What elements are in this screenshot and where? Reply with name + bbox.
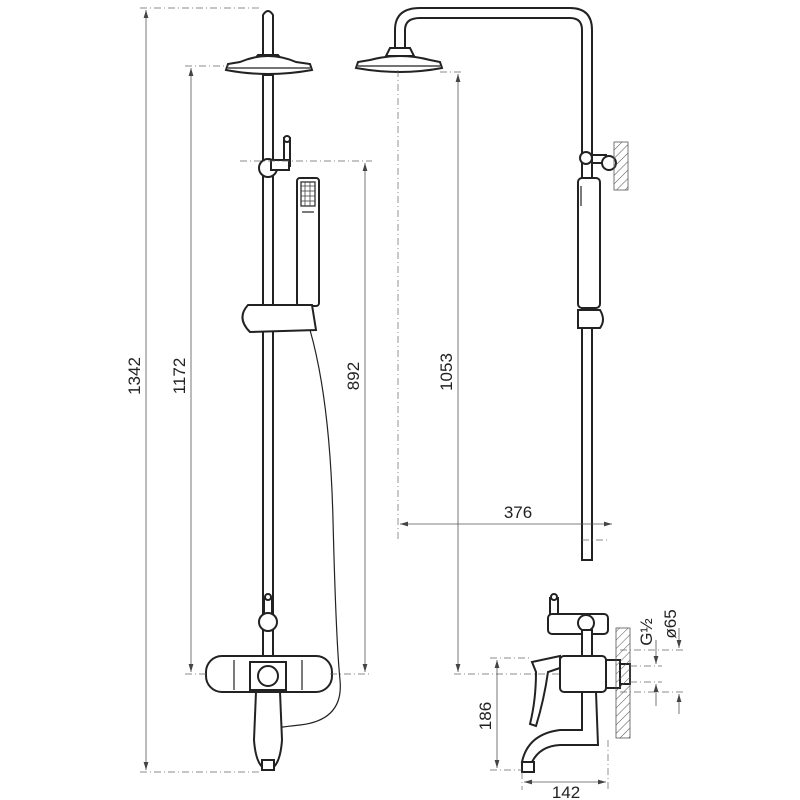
side-view — [354, 7, 631, 773]
front-hand-shower — [296, 177, 320, 307]
dim-height-to-head: 1172 — [170, 358, 189, 395]
dim-flange-diameter: ø65 — [661, 609, 680, 638]
front-dimension-lines: 1342 1172 892 — [125, 7, 372, 773]
front-shower-head — [224, 54, 314, 75]
side-hand-shower — [577, 177, 601, 309]
dim-thread-size: G½ — [637, 618, 656, 645]
dim-total-height: 1342 — [125, 357, 144, 395]
side-shower-head — [354, 47, 444, 73]
front-hose — [265, 329, 341, 731]
front-top-pipe — [262, 10, 274, 56]
side-aerator — [521, 761, 535, 773]
dim-spout-reach: 142 — [552, 783, 580, 800]
dim-arm-reach: 376 — [504, 503, 532, 522]
side-lower-diverter — [547, 593, 609, 661]
front-upper-diverter — [258, 135, 291, 178]
side-dimension-lines: 1053 376 186 142 G½ ø65 — [397, 70, 685, 800]
dim-spout-height: 186 — [476, 702, 495, 730]
front-lower-diverter — [258, 593, 278, 632]
side-slider-holder — [577, 309, 604, 329]
front-aerator — [261, 759, 275, 771]
side-overhead-arm — [394, 7, 593, 561]
front-slider-holder — [241, 304, 318, 334]
front-view — [205, 10, 341, 772]
dim-bar-length: 892 — [344, 362, 363, 390]
front-mixer-body — [205, 655, 333, 693]
side-upper-wall-bracket — [579, 141, 629, 191]
side-mixer-body — [528, 627, 631, 739]
front-spout — [252, 691, 284, 772]
dim-arm-height: 1053 — [437, 353, 456, 391]
